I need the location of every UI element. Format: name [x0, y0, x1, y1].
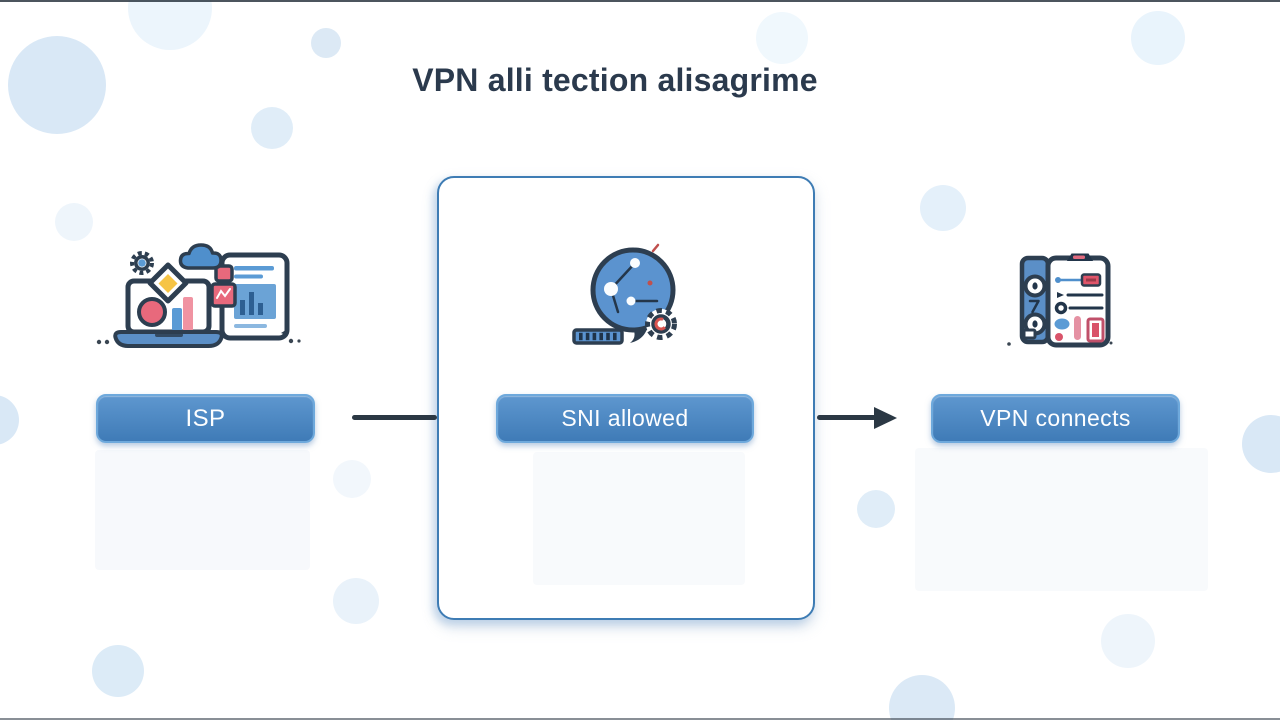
decor-circle: [251, 107, 293, 149]
decor-circle: [8, 36, 106, 134]
laptop-analytics-illustration: [96, 243, 301, 348]
faded-panel: [915, 448, 1208, 591]
clipboard-report-illustration: [1007, 253, 1113, 348]
progress-bar-icon: [572, 328, 624, 345]
plugin-blocks-icon: [210, 264, 237, 308]
decor-circle: [333, 460, 371, 498]
decor-circle: [1101, 614, 1155, 668]
decor-circle: [0, 395, 19, 445]
decor-circle: [756, 12, 808, 64]
laptop-base: [113, 330, 224, 348]
gear-icon: [645, 308, 677, 340]
connector-line: [352, 415, 437, 420]
connector-arrow-head: [874, 407, 897, 429]
cloud-icon: [178, 243, 223, 270]
decor-circle: [1242, 415, 1280, 473]
decor-circle: [920, 185, 966, 231]
decor-circle: [333, 578, 379, 624]
document-icon: [219, 252, 290, 341]
faded-panel: [95, 450, 310, 570]
connector-arrow-shaft: [817, 415, 876, 420]
decor-circle: [92, 645, 144, 697]
decor-circle: [889, 675, 955, 720]
decor-circle: [857, 490, 895, 528]
decor-circle: [1131, 11, 1185, 65]
decor-circle: [311, 28, 341, 58]
decor-circle: [55, 203, 93, 241]
page-title: VPN alli tection alisagrime: [412, 62, 818, 98]
gear-icon: [130, 251, 154, 275]
flow-node-isp-label: ISP: [96, 394, 315, 443]
decor-circle: [128, 0, 212, 50]
faded-panel: [533, 452, 745, 585]
screen-edge-line-bottom: [0, 718, 1280, 720]
globe-bubble-icon: [590, 243, 676, 343]
flow-node-vpn-label: VPN connects: [931, 394, 1180, 443]
diamond-icon: [147, 262, 189, 304]
globe-network-gear-illustration: [572, 243, 677, 345]
ground-dots: [96, 338, 301, 345]
screen-edge-line-top: [0, 0, 1280, 2]
binder-spine-icon: [1019, 255, 1051, 345]
clipboard-icon: [1045, 253, 1111, 348]
flow-node-sni-label: SNI allowed: [496, 394, 754, 443]
